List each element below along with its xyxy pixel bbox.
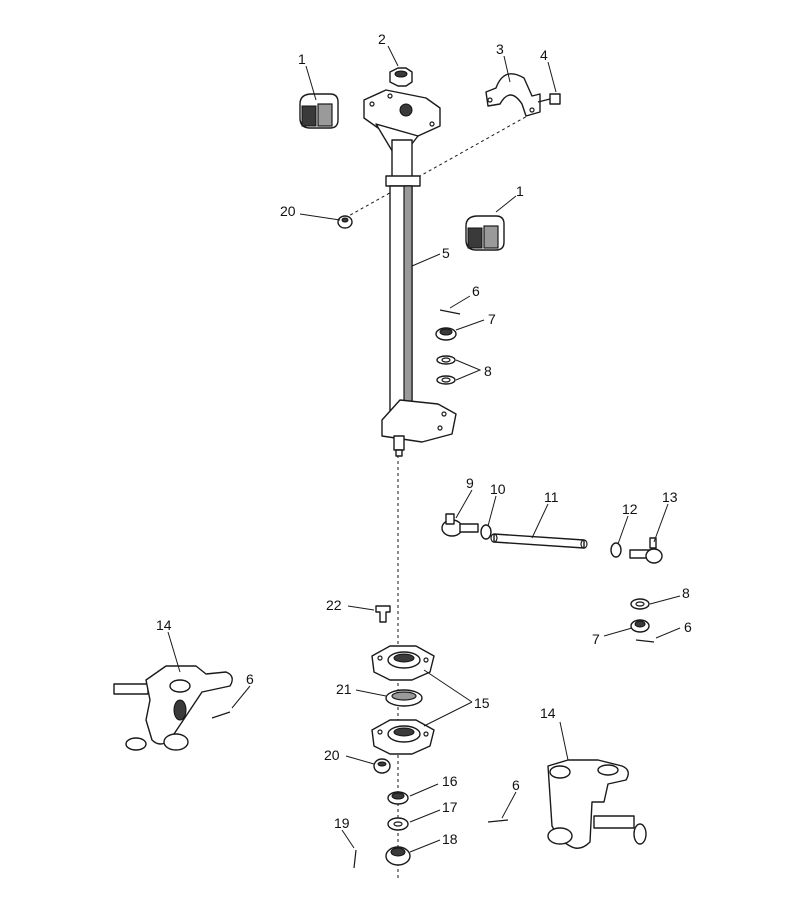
callout-12: 12 — [622, 501, 638, 517]
callout-15: 15 — [474, 695, 490, 711]
part-16-bushing — [387, 791, 409, 805]
part-13-tie-rod-end — [629, 537, 663, 564]
callout-8-upper: 8 — [484, 363, 492, 379]
part-14-spindle-left — [113, 665, 233, 751]
callout-14-right: 14 — [540, 705, 556, 721]
part-6-cotter-pin-right — [635, 639, 655, 643]
callout-labels: 1 2 3 4 1 20 5 6 7 8 9 10 11 12 13 8 22 … — [156, 31, 692, 847]
callout-20-upper: 20 — [280, 203, 296, 219]
part-7-castle-nut-upper — [435, 327, 457, 341]
part-12-jam-nut — [610, 542, 622, 558]
callout-16: 16 — [442, 773, 458, 789]
callout-7-lower: 7 — [592, 631, 600, 647]
part-2-nut — [389, 67, 413, 87]
callout-11: 11 — [544, 489, 559, 505]
part-22-grease-fitting — [375, 605, 391, 623]
part-9-tie-rod-end — [441, 513, 479, 537]
callout-6-upper: 6 — [472, 283, 480, 299]
callout-8-lower: 8 — [682, 585, 690, 601]
part-17-washer — [387, 817, 409, 831]
leader-lines — [167, 45, 681, 853]
part-5-steering-column — [363, 89, 457, 457]
part-11-tie-rod — [490, 533, 588, 549]
callout-21: 21 — [336, 681, 352, 697]
part-1-bushing-left — [299, 93, 339, 129]
bracket-alignment-line — [344, 109, 539, 219]
callout-2: 2 — [378, 31, 386, 47]
callout-14-left: 14 — [156, 617, 172, 633]
part-6-cotter-pin-lower — [487, 819, 509, 823]
part-6-cotter-pin-upper — [439, 309, 461, 315]
part-1-bushing-right — [465, 215, 505, 251]
callout-13: 13 — [662, 489, 678, 505]
callout-20-lower: 20 — [324, 747, 340, 763]
callout-4: 4 — [540, 47, 548, 63]
part-21-bearing — [385, 689, 423, 707]
part-20-nut-upper — [337, 215, 353, 229]
callout-6-left: 6 — [246, 671, 254, 687]
part-4-bolt — [537, 93, 561, 105]
part-20-nut-lower — [373, 758, 391, 774]
callout-3: 3 — [496, 41, 504, 57]
part-15-flange-lower — [371, 719, 435, 755]
part-19-cotter-pin — [353, 849, 357, 869]
callout-6-right: 6 — [684, 619, 692, 635]
callout-9: 9 — [466, 475, 474, 491]
part-3-bracket — [485, 73, 541, 117]
part-10-jam-nut — [480, 524, 492, 540]
part-15-flange-upper — [371, 645, 435, 681]
part-18-castle-nut — [385, 846, 411, 866]
callout-18: 18 — [442, 831, 458, 847]
callout-22: 22 — [326, 597, 342, 613]
part-8-washer-pair — [436, 355, 456, 385]
callout-17: 17 — [442, 799, 458, 815]
part-6-cotter-pin-left — [211, 711, 231, 719]
callout-19: 19 — [334, 815, 350, 831]
callout-5: 5 — [442, 245, 450, 261]
callout-1-upper-left: 1 — [298, 51, 306, 67]
callout-6-lower: 6 — [512, 777, 520, 793]
part-14-spindle-right — [547, 759, 647, 849]
callout-7-upper: 7 — [488, 311, 496, 327]
callout-10: 10 — [490, 481, 506, 497]
callout-1-right: 1 — [516, 183, 524, 199]
part-7-castle-nut-lower — [630, 619, 650, 633]
part-8-washer-lower — [630, 598, 650, 610]
